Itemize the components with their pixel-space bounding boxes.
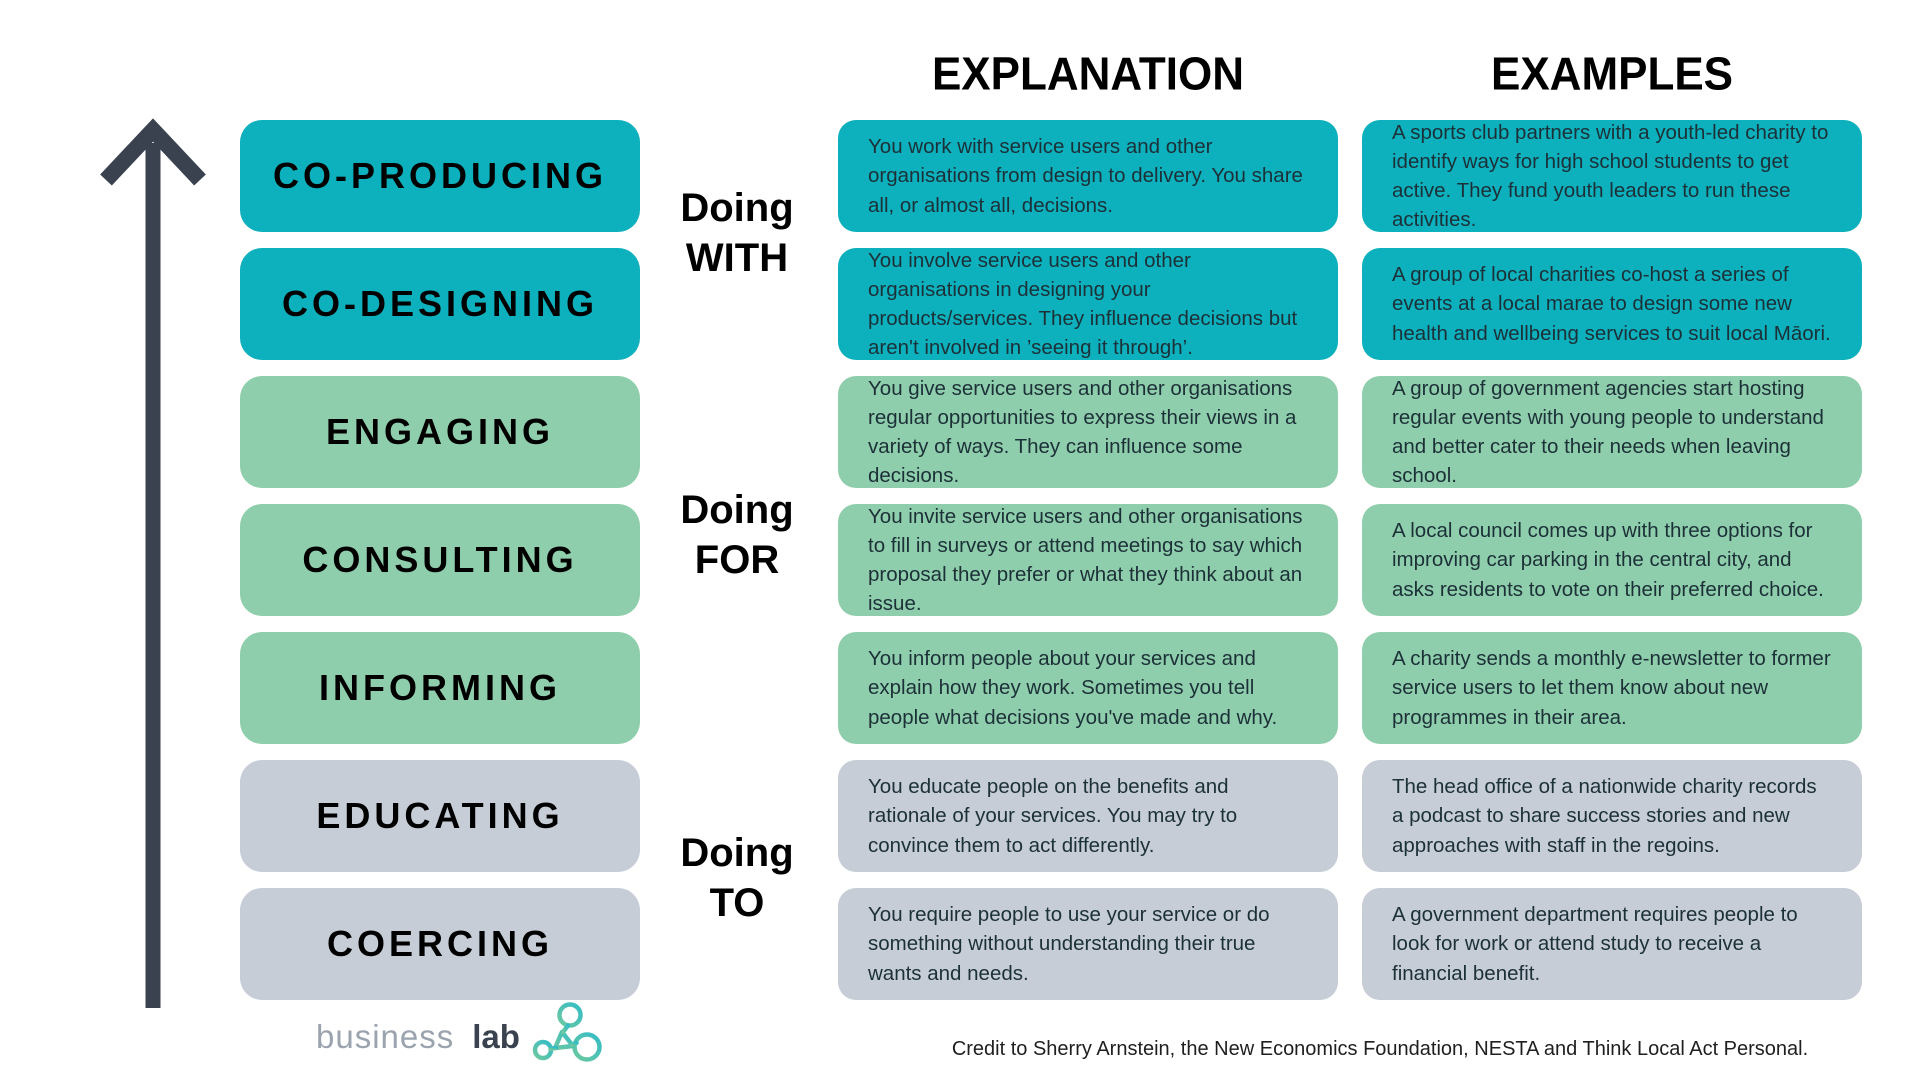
ladder-step-label: COERCING [326, 923, 553, 964]
example-text: A local council comes up with three opti… [1392, 519, 1824, 601]
ladder-step-label: CO-PRODUCING [273, 155, 607, 196]
example-text: A group of local charities co-host a ser… [1392, 263, 1831, 345]
explanation-card: You require people to use your service o… [838, 888, 1338, 1000]
group-label-doing-with: Doing WITH [630, 183, 844, 283]
group-label-line1: Doing [680, 831, 794, 875]
group-label-line2: TO [709, 881, 765, 925]
ladder-step-educating: EDUCATING [240, 760, 640, 872]
logo-molecule-icon [532, 1001, 602, 1073]
explanation-card: You involve service users and other orga… [838, 248, 1338, 360]
example-cards: A sports club partners with a youth-led … [1362, 120, 1862, 1000]
example-text: The head office of a nationwide charity … [1392, 775, 1817, 857]
group-label-doing-to: Doing TO [630, 828, 844, 928]
explanation-column-header: EXPLANATION [931, 48, 1245, 101]
example-card: A group of local charities co-host a ser… [1362, 248, 1862, 360]
ladder-step-label: CONSULTING [302, 539, 578, 580]
ladder-step-coercing: COERCING [240, 888, 640, 1000]
example-text: A group of government agencies start hos… [1392, 376, 1824, 488]
ladder-step-label: CO-DESIGNING [281, 283, 598, 324]
explanation-card: You educate people on the benefits and r… [838, 760, 1338, 872]
logo-word-business: business [316, 1018, 455, 1055]
examples-column-header: EXAMPLES [1490, 48, 1734, 101]
credit-line: Credit to Sherry Arnstein, the New Econo… [951, 1038, 1809, 1060]
ladder-step-informing: INFORMING [240, 632, 640, 744]
ladder-step-label: ENGAGING [325, 411, 554, 452]
explanation-card: You invite service users and other organ… [838, 504, 1338, 616]
example-text: A charity sends a monthly e-newsletter t… [1392, 647, 1831, 729]
up-arrow-icon [88, 108, 218, 1023]
explanation-text: You give service users and other organis… [868, 376, 1297, 488]
ladder-step-engaging: ENGAGING [240, 376, 640, 488]
group-label-line1: Doing [680, 488, 794, 532]
example-card: A sports club partners with a youth-led … [1362, 120, 1862, 232]
example-card: A charity sends a monthly e-newsletter t… [1362, 632, 1862, 744]
ladder-step-label: EDUCATING [316, 795, 564, 836]
example-card: The head office of a nationwide charity … [1362, 760, 1862, 872]
explanation-text: You involve service users and other orga… [868, 248, 1298, 360]
explanation-card: You work with service users and other or… [838, 120, 1338, 232]
explanation-text: You educate people on the benefits and r… [868, 775, 1238, 857]
ladder-step-co-designing: CO-DESIGNING [240, 248, 640, 360]
group-label-line2: WITH [685, 236, 789, 280]
example-card: A group of government agencies start hos… [1362, 376, 1862, 488]
explanation-text: You require people to use your service o… [868, 903, 1270, 985]
example-text: A government department requires people … [1392, 903, 1798, 985]
explanation-card: You inform people about your services an… [838, 632, 1338, 744]
logo-word-lab: lab [472, 1018, 520, 1055]
ladder-step-label: INFORMING [319, 667, 561, 708]
group-label-line1: Doing [680, 186, 794, 230]
example-card: A government department requires people … [1362, 888, 1862, 1000]
explanation-text: You invite service users and other organ… [868, 504, 1303, 616]
explanation-cards: You work with service users and other or… [838, 120, 1338, 1000]
ladder-step-consulting: CONSULTING [240, 504, 640, 616]
explanation-card: You give service users and other organis… [838, 376, 1338, 488]
explanation-text: You inform people about your services an… [868, 647, 1278, 729]
ladder-steps: CO-PRODUCING CO-DESIGNING ENGAGING CONSU… [240, 120, 640, 1000]
group-label-line2: FOR [694, 538, 780, 582]
business-lab-logo: business lab [316, 1001, 602, 1073]
ladder-step-co-producing: CO-PRODUCING [240, 120, 640, 232]
example-text: A sports club partners with a youth-led … [1392, 120, 1829, 232]
explanation-text: You work with service users and other or… [868, 135, 1303, 217]
example-card: A local council comes up with three opti… [1362, 504, 1862, 616]
group-label-doing-for: Doing FOR [630, 485, 844, 585]
